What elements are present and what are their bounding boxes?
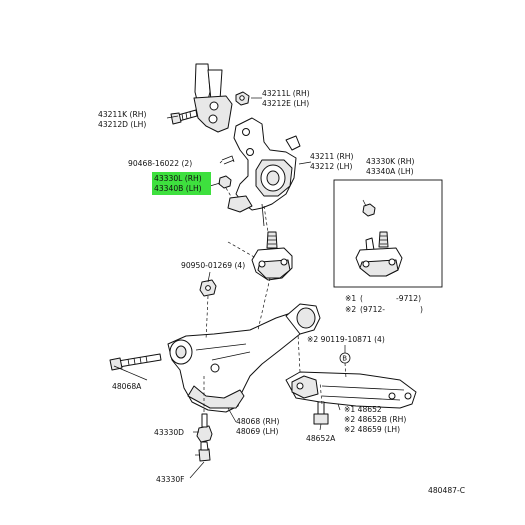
circle-ref-label: B bbox=[342, 355, 347, 363]
legend-line1-code: -9712) bbox=[396, 294, 421, 303]
label-upper-nut-rh[interactable]: 43211L (RH) bbox=[262, 89, 310, 98]
crossmember-bolt bbox=[313, 401, 329, 425]
label-knuckle-lh[interactable]: 43212 (LH) bbox=[310, 162, 352, 171]
label-bolt-90119[interactable]: ※2 90119-10871 (4) bbox=[307, 335, 385, 344]
label-inset-ball-joint-lh[interactable]: 43340A (LH) bbox=[366, 167, 414, 176]
label-crossmember-3[interactable]: ※2 48659 (LH) bbox=[344, 425, 400, 434]
legend-line1-paren: ( bbox=[360, 294, 363, 303]
upper-nut bbox=[235, 91, 250, 106]
label-knuckle-rh[interactable]: 43211 (RH) bbox=[310, 152, 354, 161]
label-crossmember-1[interactable]: ※1 48652 bbox=[344, 405, 382, 414]
label-upper-nut-lh[interactable]: 43212E (LH) bbox=[262, 99, 309, 108]
label-bushing-nut[interactable]: 43330D bbox=[154, 428, 184, 437]
legend-line2-close: ) bbox=[420, 305, 423, 314]
bushing-nut bbox=[196, 413, 213, 443]
label-crossmember-2[interactable]: ※2 48652B (RH) bbox=[344, 415, 406, 424]
label-inset-ball-joint-rh[interactable]: 43330K (RH) bbox=[366, 157, 414, 166]
ball-joint bbox=[251, 231, 293, 281]
lower-bolt bbox=[109, 353, 162, 371]
label-nut-90950[interactable]: 90950-01269 (4) bbox=[181, 261, 245, 270]
label-lower-bolt[interactable]: 48068A bbox=[112, 382, 142, 391]
nut-90950 bbox=[199, 279, 217, 297]
lower-control-arm bbox=[167, 303, 321, 413]
leader-bushing-bolt bbox=[189, 461, 205, 479]
label-lower-arm-lh[interactable]: 48069 (LH) bbox=[236, 427, 278, 436]
highlight-box bbox=[152, 172, 211, 195]
ball-joint-nut bbox=[218, 175, 232, 189]
steering-knuckle bbox=[227, 117, 301, 227]
inset-box bbox=[333, 179, 443, 288]
strut-assembly bbox=[193, 63, 233, 133]
label-crossmember-bolt[interactable]: 48652A bbox=[306, 434, 336, 443]
diagram-id: 480487-C bbox=[428, 486, 465, 495]
label-upper-bolt-rh[interactable]: 43211K (RH) bbox=[98, 110, 146, 119]
label-cotter-pin[interactable]: 90468-16022 (2) bbox=[128, 159, 192, 168]
circle-reference-b: B bbox=[339, 352, 351, 364]
label-bushing-bolt[interactable]: 43330F bbox=[156, 475, 185, 484]
crossmember bbox=[285, 371, 417, 409]
label-upper-bolt-lh[interactable]: 43212D (LH) bbox=[98, 120, 146, 129]
legend-line1-mark: ※1 bbox=[345, 294, 356, 303]
legend-line2-code: (9712- bbox=[360, 305, 385, 314]
labels: 43211L (RH) 43212E (LH) 43211K (RH) 4321… bbox=[98, 89, 465, 495]
label-lower-arm-rh[interactable]: 48068 (RH) bbox=[236, 417, 280, 426]
upper-bolt bbox=[170, 109, 198, 125]
leader-lines bbox=[113, 97, 367, 456]
label-ball-joint-lh[interactable]: 43340B (LH) bbox=[154, 184, 202, 193]
bushing-bolt bbox=[198, 441, 211, 462]
cotter-pin bbox=[221, 155, 235, 165]
label-ball-joint-rh[interactable]: 43330L (RH) bbox=[154, 174, 202, 183]
legend-line2-mark: ※2 bbox=[345, 305, 356, 314]
